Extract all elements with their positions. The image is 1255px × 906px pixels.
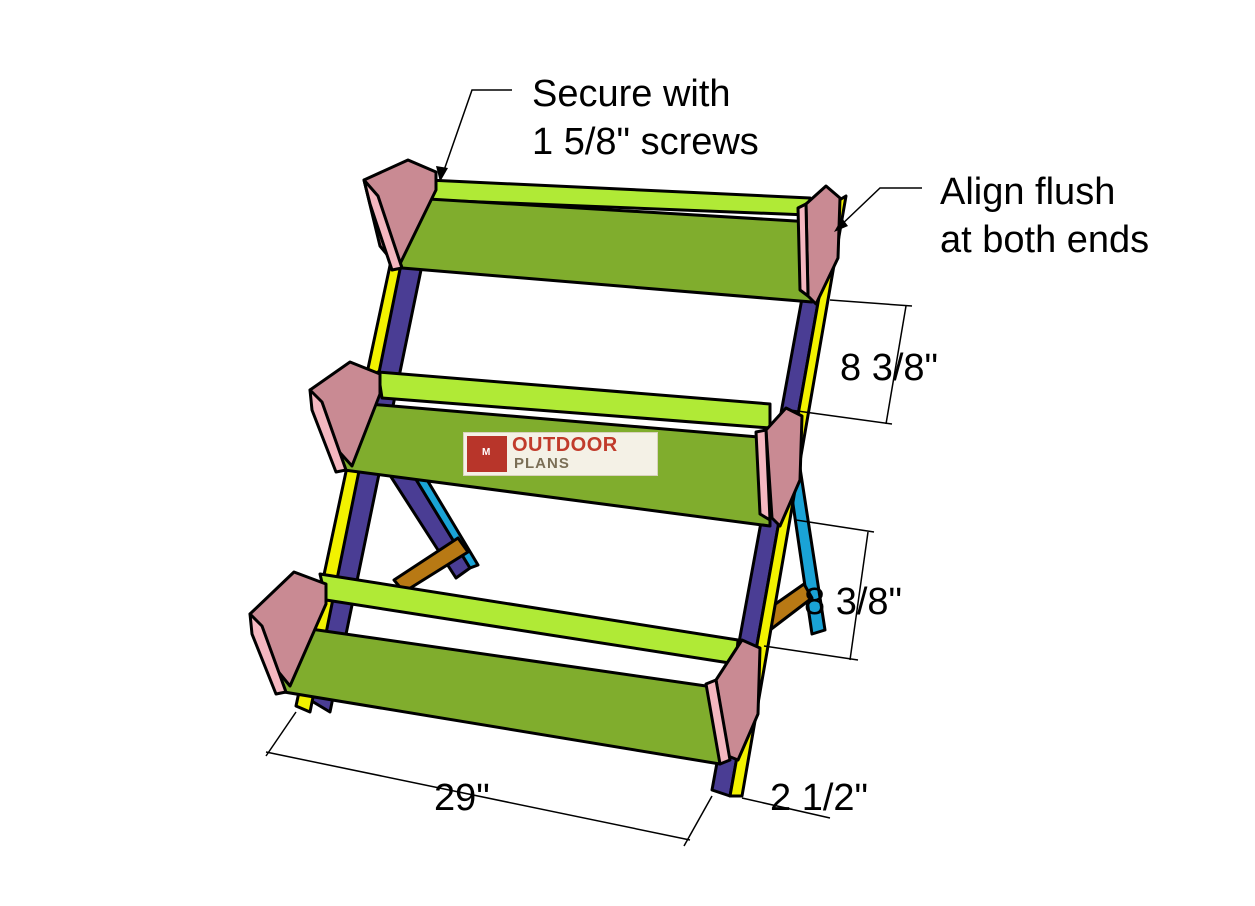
dim-lower-ext-bottom bbox=[763, 645, 859, 661]
screws-callout-line1: Secure with bbox=[532, 73, 731, 115]
trough-top-right-cap bbox=[804, 184, 842, 306]
flush-callout-line2: at both ends bbox=[940, 219, 1150, 261]
dim-width-ext-left bbox=[265, 711, 297, 757]
dim-width-ext-right bbox=[683, 795, 713, 847]
watermark-line2: PLANS bbox=[514, 455, 570, 472]
trough-middle-right-cap bbox=[764, 406, 804, 528]
screws-arrowhead bbox=[436, 166, 448, 182]
watermark-logo: M OUTDOOR PLANS bbox=[463, 432, 658, 476]
dim-depth-label: 2 1/2" bbox=[770, 777, 869, 819]
dim-upper-ext-bottom bbox=[789, 409, 893, 425]
trough-middle-left-cap-edge bbox=[308, 388, 348, 474]
trough-top-left-cap-edge bbox=[362, 178, 404, 272]
flush-leader bbox=[837, 187, 922, 229]
trough-bottom-left-cap-edge bbox=[248, 612, 288, 696]
watermark-line1: OUTDOOR bbox=[512, 434, 618, 456]
dimension-lines bbox=[265, 299, 913, 847]
dim-lower-label: 8 3/8" bbox=[804, 581, 903, 623]
watermark-badge: M bbox=[467, 436, 507, 472]
leaders bbox=[441, 89, 922, 229]
dim-depth-ext bbox=[741, 797, 831, 819]
watermark-badge-letter: M bbox=[482, 447, 491, 458]
dim-lower-line bbox=[849, 531, 869, 661]
dim-upper-ext-top bbox=[829, 299, 913, 307]
screws-callout-line2: 1 5/8" screws bbox=[532, 121, 759, 163]
dim-width-line bbox=[265, 751, 691, 841]
dim-upper-line bbox=[885, 305, 907, 425]
screws-leader bbox=[441, 89, 512, 177]
trough-top-right-cap-edge bbox=[796, 202, 810, 298]
trough-bottom-right-cap-edge bbox=[704, 678, 732, 766]
dim-width-label: 29" bbox=[434, 777, 490, 819]
dim-lower-ext-top bbox=[795, 519, 875, 533]
flush-arrowhead bbox=[834, 218, 848, 232]
trough-middle-right-cap-edge bbox=[754, 428, 772, 522]
trough-bottom bbox=[248, 570, 762, 766]
dim-upper-label: 8 3/8" bbox=[840, 347, 939, 389]
flush-callout-line1: Align flush bbox=[940, 171, 1116, 213]
trough-top bbox=[362, 158, 842, 306]
arrowheads bbox=[436, 166, 848, 232]
